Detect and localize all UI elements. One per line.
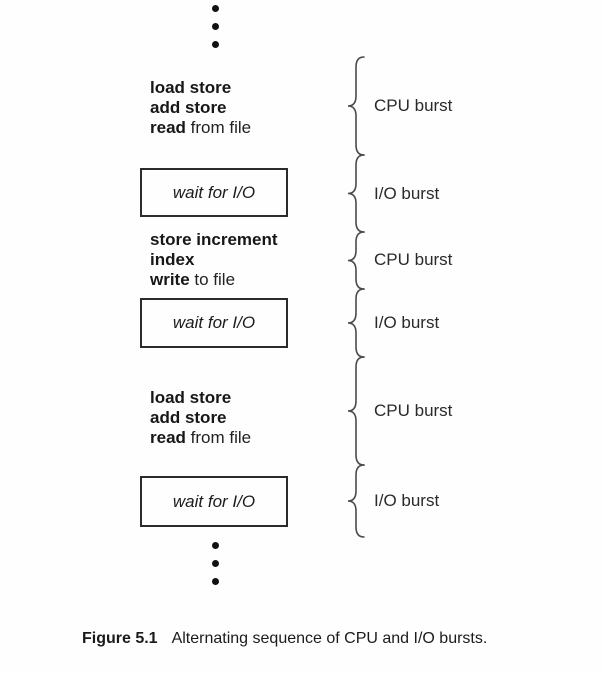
instruction-line: load store [150, 78, 232, 97]
burst-label-cpu-3: CPU burst [374, 401, 453, 420]
instruction-line: index [150, 250, 195, 269]
cpu-instruction-block-1: load store add store read from file [150, 78, 251, 138]
instruction-line: read from file [150, 428, 252, 447]
burst-label-cpu-1: CPU burst [374, 96, 453, 115]
wait-for-io-box-1: wait for I/O [140, 168, 288, 217]
burst-label-cpu-2: CPU burst [374, 250, 453, 269]
io-burst-brace-icon [347, 154, 365, 233]
ellipsis-dot-icon [212, 542, 219, 549]
wait-for-io-label: wait for I/O [172, 182, 256, 202]
ellipsis-dot-icon [212, 560, 219, 567]
ellipsis-dot-icon [212, 578, 219, 585]
instruction-line: store increment [150, 230, 278, 249]
cpu-burst-brace-icon [347, 56, 365, 156]
figure-caption: Figure 5.1 Alternating sequence of CPU an… [82, 630, 487, 648]
instruction-line: add store [150, 408, 227, 427]
burst-label-io-3: I/O burst [374, 491, 440, 510]
ellipsis-top [212, 5, 219, 48]
cpu-burst-brace-icon [347, 356, 365, 466]
ellipsis-dot-icon [212, 5, 219, 12]
wait-for-io-label: wait for I/O [172, 313, 256, 332]
instruction-line: load store [150, 388, 232, 407]
wait-for-io-box-2: wait for I/O [140, 298, 288, 348]
ellipsis-dot-icon [212, 41, 219, 48]
instruction-line: write to file [150, 270, 236, 289]
io-burst-brace-icon [347, 288, 365, 358]
cpu-burst-brace-icon [347, 231, 365, 290]
burst-label-io-1: I/O burst [374, 184, 440, 203]
wait-for-io-box-3: wait for I/O [140, 476, 288, 527]
brace-column [347, 56, 365, 538]
figure-number: Figure 5.1 [82, 630, 158, 647]
io-burst-brace-icon [347, 464, 365, 538]
ellipsis-bottom [212, 542, 219, 585]
burst-label-io-2: I/O burst [374, 313, 440, 332]
cpu-instruction-block-2: store increment index write to file [150, 230, 278, 290]
figure-caption-text: Alternating sequence of CPU and I/O burs… [171, 630, 488, 647]
ellipsis-dot-icon [212, 23, 219, 30]
cpu-instruction-block-3: load store add store read from file [150, 388, 251, 448]
wait-for-io-label: wait for I/O [172, 491, 256, 511]
instruction-line: add store [150, 98, 227, 117]
instruction-line: read from file [150, 118, 252, 137]
